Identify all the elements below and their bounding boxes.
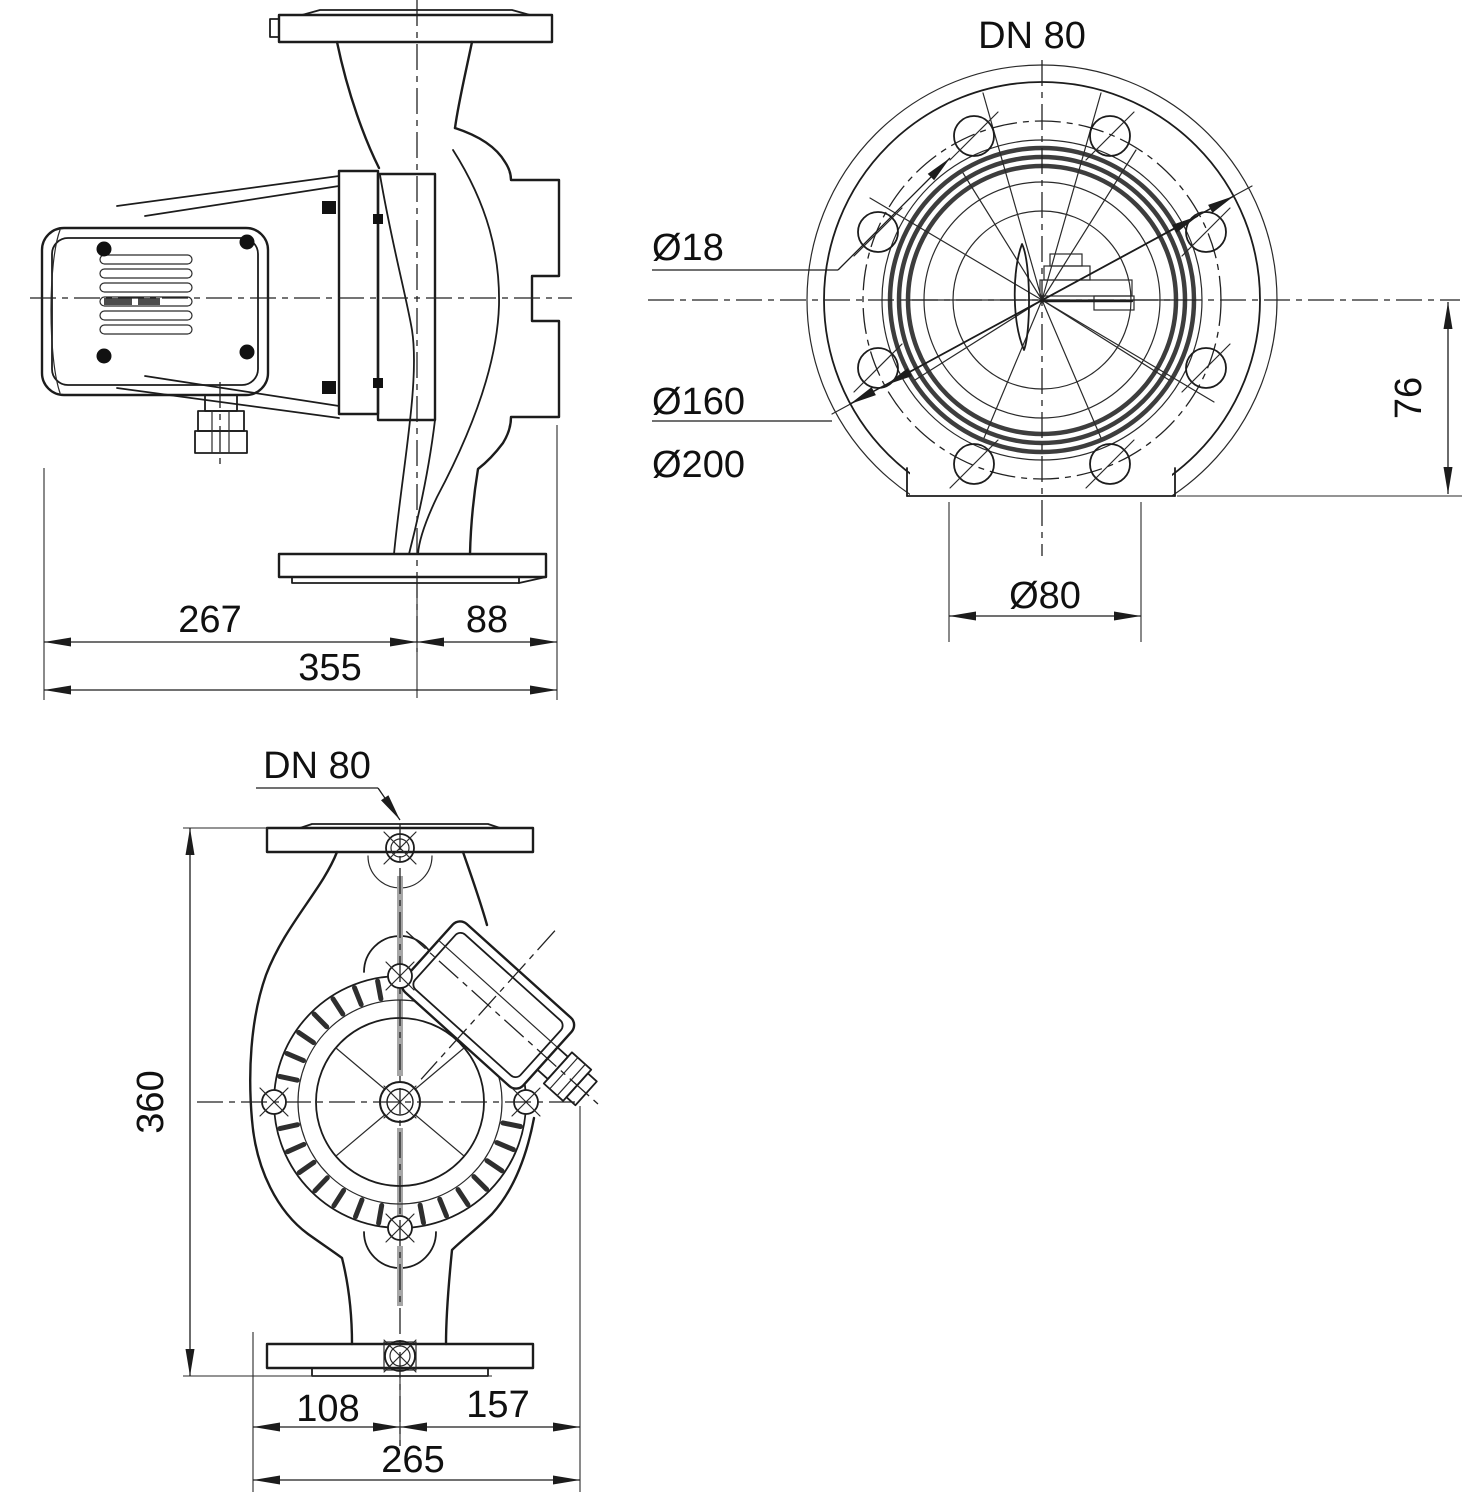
- side-centerlines: [30, 0, 572, 652]
- ring-ribs: [277, 978, 523, 1226]
- dim-355: 355: [298, 647, 361, 689]
- top-dimensions: 360 108 157 265: [130, 827, 581, 1492]
- label-foot-height: 76: [1388, 377, 1430, 419]
- side-dimensions: 267 88 355: [43, 425, 558, 700]
- dim-157: 157: [466, 1384, 529, 1426]
- top-view: DN 80 360 108 157 265: [130, 745, 600, 1492]
- dim-88: 88: [466, 599, 508, 641]
- top-volute: [249, 850, 536, 1346]
- front-foot: [906, 467, 1462, 497]
- motor: [40, 175, 340, 466]
- side-view: 267 88 355: [30, 0, 572, 700]
- dim-265: 265: [381, 1439, 444, 1481]
- label-bolt-circle-dia: Ø160: [652, 381, 745, 423]
- front-view: DN 80: [648, 15, 1462, 642]
- front-title-dn80: DN 80: [978, 15, 1086, 57]
- dim-267: 267: [178, 599, 241, 641]
- dim-360: 360: [130, 1070, 172, 1133]
- cable-gland: [194, 382, 248, 466]
- cover-screws: [96, 234, 255, 364]
- front-annotations: Ø18 Ø160 Ø200 Ø80 76: [652, 157, 1453, 642]
- top-title-dn80: DN 80: [263, 745, 371, 787]
- pump-casing: [322, 40, 561, 556]
- dim-108: 108: [296, 1388, 359, 1430]
- top-centerlines: [197, 824, 581, 1446]
- vent-slots: [99, 254, 193, 335]
- label-bolt-hole-dia: Ø18: [652, 227, 724, 269]
- top-flange-callout: DN 80: [256, 745, 401, 821]
- label-bore-dia: Ø80: [1009, 575, 1081, 617]
- side-bottom-flange: [277, 552, 548, 584]
- side-top-flange: [269, 9, 554, 44]
- label-flange-od: Ø200: [652, 444, 745, 486]
- terminal-box: [400, 920, 600, 1107]
